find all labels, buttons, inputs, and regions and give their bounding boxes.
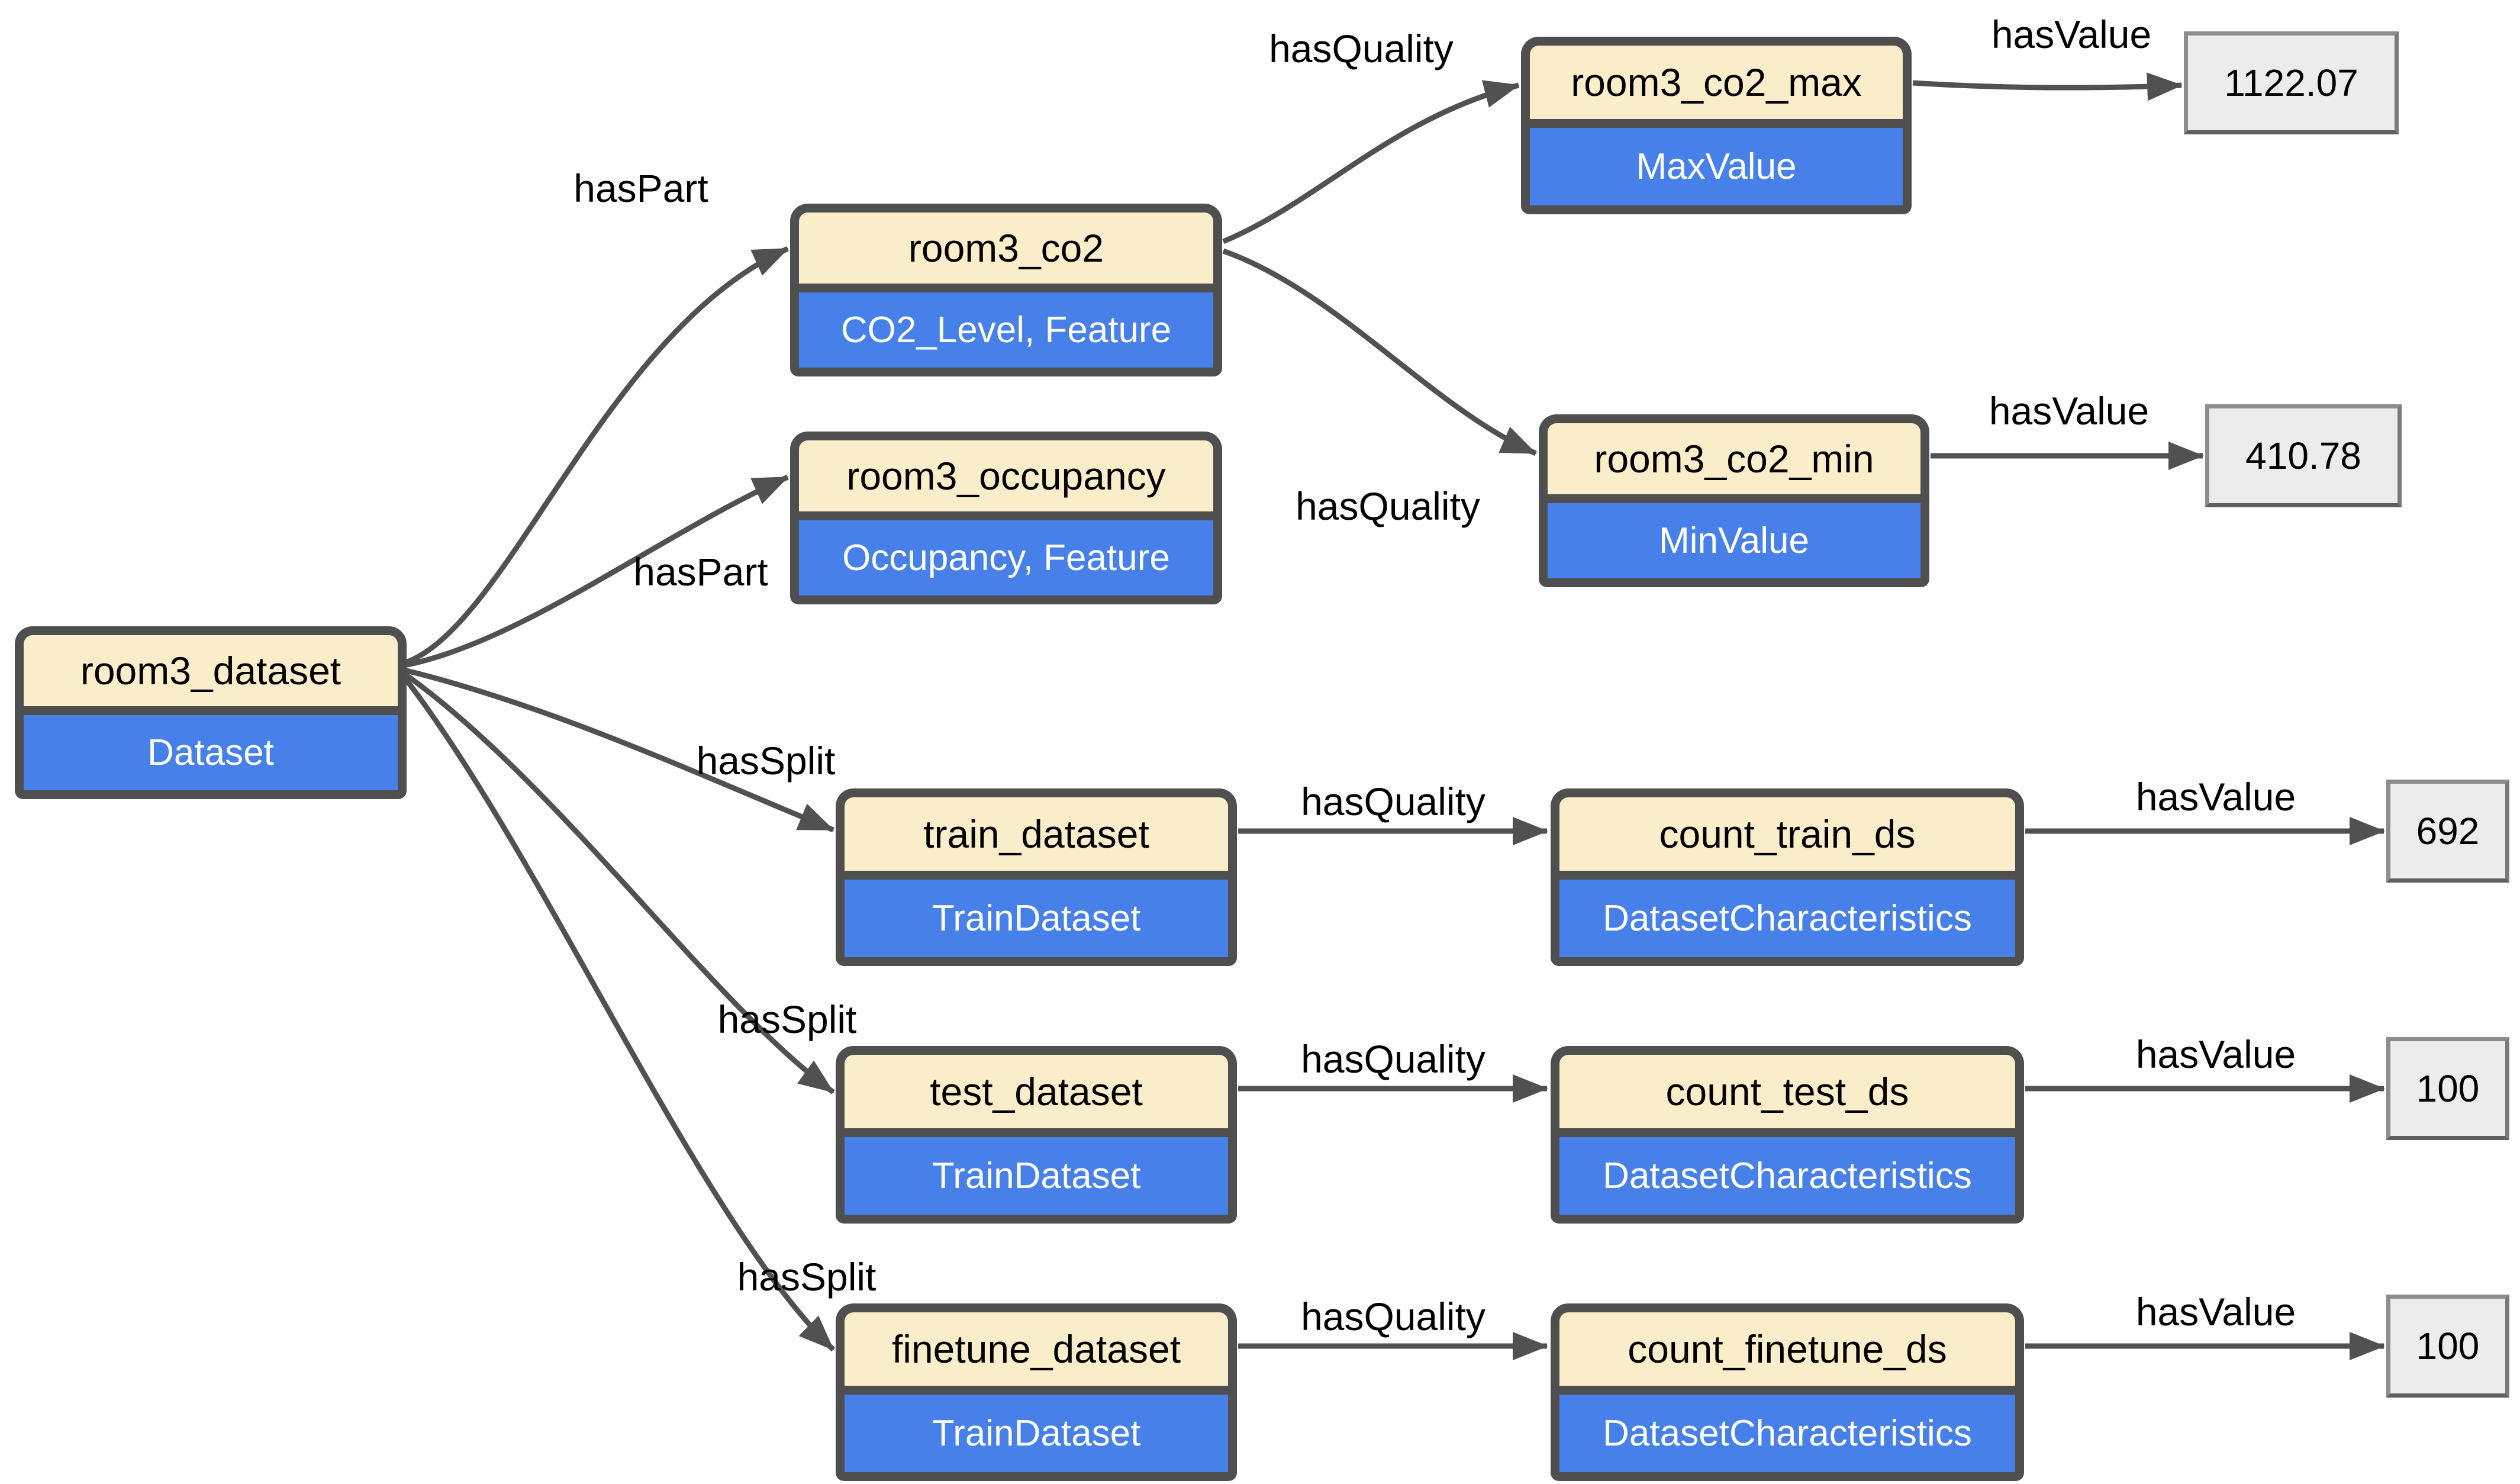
node-type: MaxValue	[1530, 127, 1903, 205]
edge-label-hassplit-train: hasSplit	[696, 739, 836, 783]
edge-label-hasvalue-test: hasValue	[2135, 1032, 2296, 1076]
node-type: CO2_Level, Feature	[799, 292, 1213, 368]
node-type-text: TrainDataset	[932, 897, 1141, 939]
value-box-co2-min: 410.78	[2205, 404, 2402, 507]
node-test-dataset: test_dataset TrainDataset	[836, 1046, 1237, 1224]
node-label-text: count_finetune_ds	[1628, 1327, 1947, 1371]
node-label: finetune_dataset	[845, 1312, 1228, 1395]
node-label: count_train_ds	[1559, 797, 2015, 880]
node-type-text: DatasetCharacteristics	[1603, 1412, 1972, 1454]
node-count-train-ds: count_train_ds DatasetCharacteristics	[1551, 788, 2024, 966]
node-label-text: room3_co2_max	[1571, 60, 1862, 104]
edge-hasvalue-co2max	[1912, 72, 2183, 101]
node-label: room3_co2_max	[1530, 46, 1903, 128]
node-type: DatasetCharacteristics	[1559, 879, 2015, 957]
node-type: Occupancy, Feature	[799, 520, 1213, 595]
edge-label-hasquality-test: hasQuality	[1301, 1037, 1485, 1081]
node-label-text: room3_dataset	[80, 648, 341, 693]
value-box-co2-max: 1122.07	[2184, 31, 2399, 134]
node-label-text: count_train_ds	[1659, 812, 1916, 856]
value-box-finetune-count: 100	[2386, 1295, 2509, 1398]
edge-label-hassplit-finetune: hasSplit	[737, 1255, 876, 1299]
edge-label-hasquality-co2max: hasQuality	[1269, 27, 1454, 70]
node-label: room3_co2	[799, 213, 1213, 292]
edge-label-haspart-co2: hasPart	[573, 166, 708, 210]
node-label-text: room3_co2_min	[1594, 436, 1874, 481]
node-label-text: test_dataset	[930, 1069, 1143, 1113]
node-room3-co2: room3_co2 CO2_Level, Feature	[790, 204, 1222, 376]
node-room3-co2-min: room3_co2_min MinValue	[1539, 414, 1929, 587]
node-count-finetune-ds: count_finetune_ds DatasetCharacteristics	[1551, 1303, 2024, 1481]
node-type: DatasetCharacteristics	[1559, 1394, 2015, 1472]
node-type-text: MinValue	[1659, 520, 1809, 561]
edge-label-hasvalue-train: hasValue	[2135, 775, 2296, 819]
edge-hassplit-train	[403, 667, 834, 833]
edge-haspart-co2	[403, 246, 789, 666]
node-label-text: count_test_ds	[1665, 1069, 1909, 1113]
node-label: train_dataset	[845, 797, 1228, 880]
node-label: room3_dataset	[24, 635, 398, 715]
node-type: Dataset	[24, 714, 398, 790]
value-box-test-count: 100	[2386, 1037, 2509, 1140]
edge-hassplit-finetune	[402, 675, 836, 1352]
node-label-text: train_dataset	[923, 812, 1149, 856]
node-room3-co2-max: room3_co2_max MaxValue	[1521, 37, 1912, 214]
edge-hasquality-co2min	[1222, 248, 1537, 456]
node-type: DatasetCharacteristics	[1559, 1137, 2015, 1215]
node-type-text: MaxValue	[1636, 146, 1797, 187]
node-label: count_test_ds	[1559, 1055, 2015, 1137]
edge-label-hassplit-test: hasSplit	[717, 997, 857, 1041]
node-label: count_finetune_ds	[1559, 1312, 2015, 1395]
node-room3-dataset: room3_dataset Dataset	[15, 626, 407, 799]
node-label: test_dataset	[845, 1055, 1228, 1137]
node-type: TrainDataset	[845, 879, 1228, 957]
node-train-dataset: train_dataset TrainDataset	[836, 788, 1237, 966]
edge-label-hasquality-finetune: hasQuality	[1301, 1295, 1485, 1338]
node-type-text: TrainDataset	[932, 1155, 1141, 1196]
node-label: room3_co2_min	[1548, 423, 1920, 503]
node-type-text: Occupancy, Feature	[842, 537, 1170, 578]
node-type: TrainDataset	[845, 1137, 1228, 1215]
node-type: TrainDataset	[845, 1394, 1228, 1472]
node-label-text: room3_occupancy	[846, 453, 1166, 498]
edge-label-hasvalue-finetune: hasValue	[2135, 1290, 2296, 1334]
edge-label-hasquality-train: hasQuality	[1301, 780, 1485, 823]
node-label: room3_occupancy	[799, 440, 1213, 520]
node-count-test-ds: count_test_ds DatasetCharacteristics	[1551, 1046, 2024, 1224]
node-finetune-dataset: finetune_dataset TrainDataset	[836, 1303, 1237, 1481]
edge-haspart-occupancy	[404, 474, 789, 668]
node-room3-occupancy: room3_occupancy Occupancy, Feature	[790, 432, 1222, 604]
edge-label-hasvalue-co2min: hasValue	[1989, 389, 2150, 433]
edge-label-hasvalue-co2max: hasValue	[1991, 12, 2152, 56]
node-type: MinValue	[1548, 503, 1920, 578]
value-box-train-count: 692	[2386, 780, 2509, 883]
node-type-text: DatasetCharacteristics	[1603, 897, 1972, 939]
node-label-text: room3_co2	[908, 226, 1104, 270]
edge-hasquality-co2max	[1222, 80, 1520, 244]
node-label-text: finetune_dataset	[891, 1327, 1181, 1371]
node-type-text: TrainDataset	[932, 1412, 1141, 1454]
edge-label-hasquality-co2min: hasQuality	[1296, 484, 1480, 528]
node-type-text: DatasetCharacteristics	[1603, 1155, 1972, 1196]
node-type-text: CO2_Level, Feature	[840, 309, 1172, 350]
edge-label-haspart-occupancy: hasPart	[633, 550, 768, 594]
node-type-text: Dataset	[147, 732, 274, 773]
edge-hassplit-test	[402, 671, 835, 1095]
